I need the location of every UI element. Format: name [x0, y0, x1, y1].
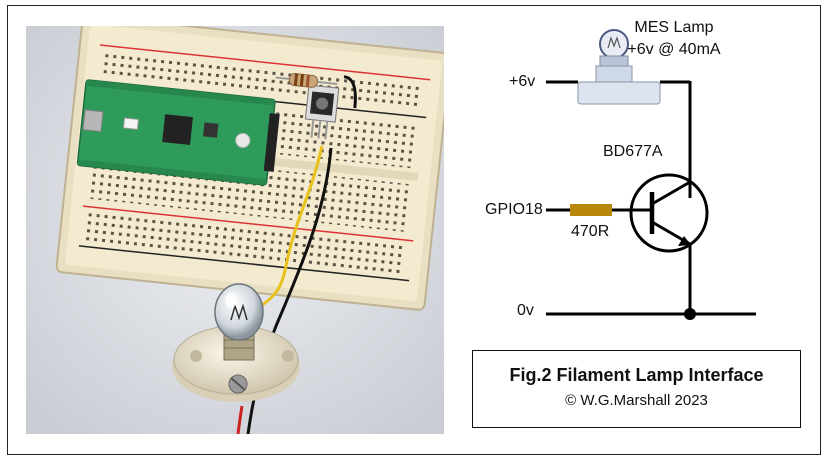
lamp-symbol [577, 29, 661, 105]
transistor-symbol [629, 173, 709, 253]
figure-credit: © W.G.Marshall 2023 [565, 391, 708, 409]
resistor-symbol [570, 204, 612, 216]
lamp-bulb [214, 283, 264, 341]
transistor-label: BD677A [603, 143, 663, 160]
red-wire [236, 405, 244, 434]
lamp-rating-label: +6v @ 40mA [627, 41, 721, 58]
figure-title: Fig.2 Filament Lamp Interface [509, 365, 764, 385]
supply-label: +6v [509, 73, 536, 90]
caption-box: Fig.2 Filament Lamp Interface © W.G.Mars… [472, 350, 801, 428]
breadboard-photo [26, 26, 444, 434]
black-wire [246, 147, 333, 434]
yellow-wire [260, 145, 324, 308]
gpio-label: GPIO18 [485, 201, 543, 218]
junction-dot [684, 308, 696, 320]
resistor-label: 470R [571, 223, 610, 240]
lamp-title-label: MES Lamp [634, 19, 714, 36]
circuit-schematic [546, 29, 756, 320]
photo-illustration [26, 26, 444, 434]
ground-label: 0v [517, 302, 534, 319]
breadboard [55, 26, 444, 311]
